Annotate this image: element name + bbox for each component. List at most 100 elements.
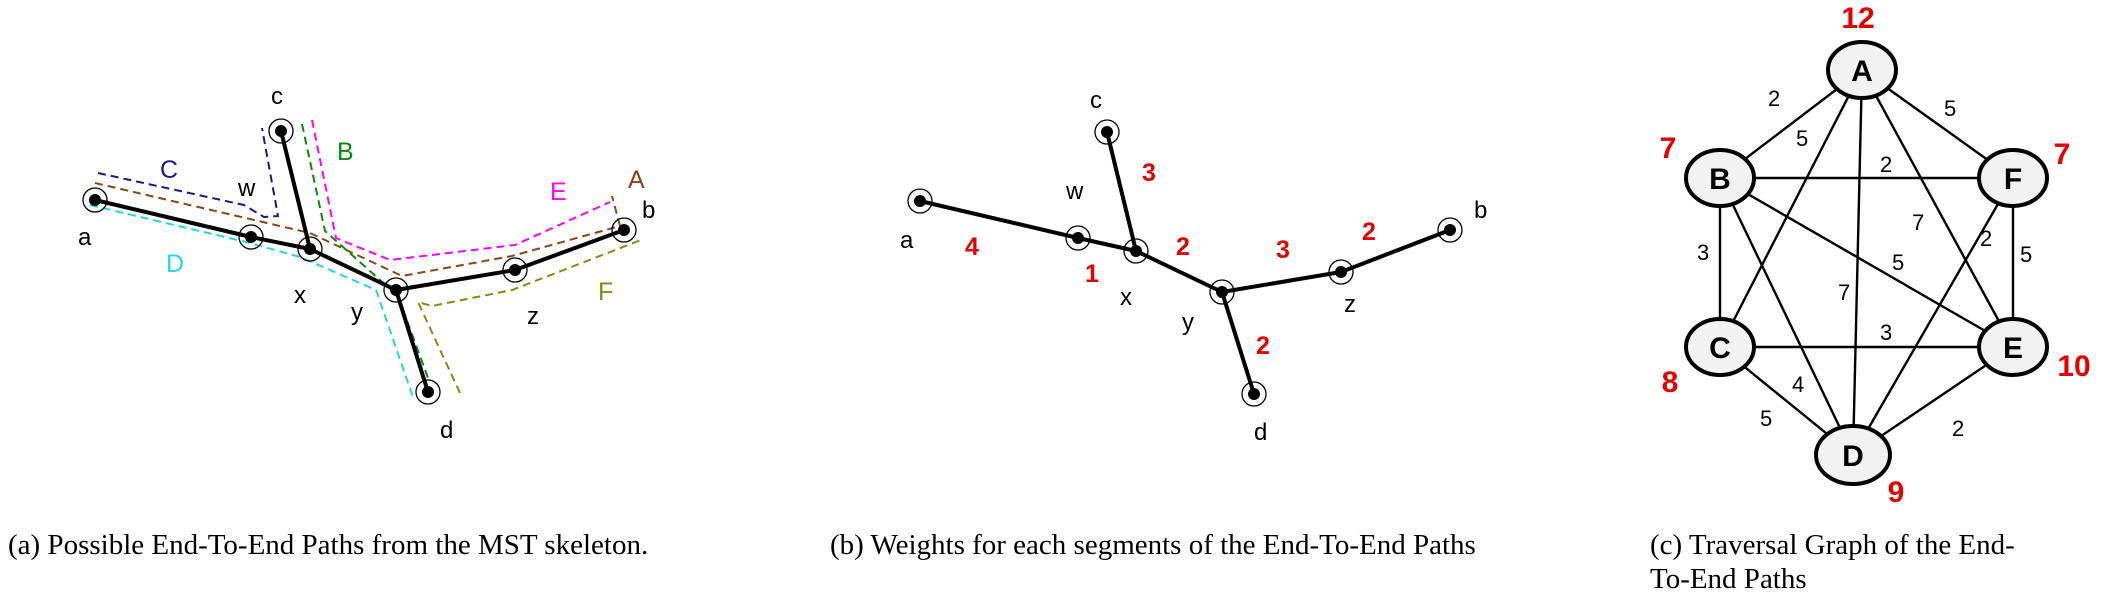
traversal-vertices: A B F C E D <box>1684 40 2049 486</box>
traversal-edges <box>1718 69 2015 456</box>
edge-weights: 2 5 5 7 7 2 3 5 4 5 2 3 5 2 <box>1697 86 2032 441</box>
segment-c-x <box>279 129 312 251</box>
mst-skeleton <box>93 129 626 394</box>
node-b-x <box>1123 238 1149 264</box>
node-label-y: y <box>351 299 363 326</box>
edge-weight-c-e: 3 <box>1880 320 1892 345</box>
edge-weight-b-c: 3 <box>1697 240 1709 265</box>
skeleton-nodes <box>82 118 637 405</box>
segment-z-b <box>513 228 626 272</box>
path-label-d: D <box>166 250 184 278</box>
edge-b-d <box>1718 177 1855 456</box>
node-b-y <box>1209 279 1235 305</box>
weight-x-y: 2 <box>1176 233 1190 261</box>
edge-weight-f-e: 5 <box>2020 242 2032 267</box>
path-f-outline <box>416 239 642 394</box>
node-b-d <box>1241 381 1267 407</box>
path-d-outline <box>89 204 415 401</box>
node-z <box>502 257 528 283</box>
segment-w-x <box>249 235 312 251</box>
path-label-f: F <box>598 278 613 306</box>
edge-weight-a-d: 7 <box>1838 280 1850 305</box>
vertex-a: A <box>1826 40 1898 100</box>
node-b-label-x: x <box>1120 284 1132 311</box>
edge-weight-b-e: 5 <box>1892 250 1904 275</box>
caption-b: (b) Weights for each segments of the End… <box>830 529 1476 561</box>
node-x <box>297 236 323 262</box>
vertex-scores: 12 7 7 8 10 9 <box>1660 2 2091 509</box>
node-c <box>268 118 294 144</box>
node-b-b <box>1437 217 1463 243</box>
path-label-c: C <box>160 156 178 184</box>
node-b <box>611 217 637 243</box>
edge-weight-e-d: 2 <box>1952 416 1964 441</box>
caption-c-line-1: (c) Traversal Graph of the End- <box>1650 529 2015 561</box>
node-b-label-a: a <box>900 227 914 254</box>
node-label-b: b <box>642 197 655 224</box>
node-b-a <box>907 188 933 214</box>
vertex-label-f: F <box>2004 163 2022 196</box>
segment-y-z <box>394 268 517 292</box>
node-label-a: a <box>78 224 92 251</box>
score-b: 7 <box>1660 132 1677 165</box>
node-b-label-b: b <box>1474 197 1487 224</box>
edge-weight-a-f: 5 <box>1944 96 1956 121</box>
edge-weight-a-b: 2 <box>1768 86 1780 111</box>
node-label-z: z <box>527 303 539 330</box>
caption-a: (a) Possible End-To-End Paths from the M… <box>8 529 648 561</box>
vertex-e: E <box>1977 317 2049 377</box>
edge-weight-b-d: 4 <box>1792 372 1804 397</box>
caption-c-line-2: To-End Paths <box>1650 563 1807 595</box>
node-b-label-z: z <box>1344 291 1356 318</box>
vertex-label-c: C <box>1709 332 1731 365</box>
node-b-label-w: w <box>1065 178 1084 205</box>
node-label-x: x <box>294 282 306 309</box>
edge-weight-f-d: 2 <box>1980 226 1992 251</box>
edge-a-e <box>1860 69 2015 348</box>
vertex-label-d: D <box>1842 440 1864 473</box>
edge-weight-c-d: 5 <box>1760 406 1772 431</box>
vertex-label-a: A <box>1851 55 1873 88</box>
score-d: 9 <box>1888 476 1905 509</box>
score-e: 10 <box>2057 350 2090 383</box>
path-b-outline <box>301 123 429 379</box>
segment-b-z-b <box>1339 228 1452 274</box>
vertex-f: F <box>1977 148 2049 208</box>
weighted-skeleton <box>918 130 1452 396</box>
panel-b: a w c x y z b d 4 1 3 2 3 2 2 (b) Weight… <box>830 87 1487 561</box>
node-label-c: c <box>271 83 283 110</box>
path-a-outline <box>94 182 622 278</box>
weight-z-b: 2 <box>1362 218 1376 246</box>
panel-a: a w c x y z b d A B C D E F (a) Possible… <box>8 83 655 561</box>
segment-b-y-z <box>1220 270 1343 294</box>
node-b-z <box>1328 259 1354 285</box>
node-a <box>82 187 108 213</box>
node-b-c <box>1094 119 1120 145</box>
panel-c: 2 5 5 7 7 2 3 5 4 5 2 3 5 2 A B <box>1650 2 2091 595</box>
node-b-label-y: y <box>1182 309 1194 336</box>
node-w <box>238 224 264 250</box>
path-label-b: B <box>337 138 354 166</box>
path-label-e: E <box>550 178 567 206</box>
path-outlines <box>89 119 642 401</box>
edge-b-e <box>1719 176 2014 349</box>
edge-a-c <box>1718 69 1864 348</box>
path-label-a: A <box>628 166 645 194</box>
score-f: 7 <box>2054 138 2071 171</box>
segment-a-w <box>93 198 253 239</box>
segment-b-y-d <box>1220 290 1256 396</box>
segment-b-a-w <box>918 199 1080 240</box>
segment-b-c-x <box>1105 130 1138 253</box>
weight-a-w: 4 <box>965 233 979 261</box>
weight-y-z: 3 <box>1276 236 1290 264</box>
score-c: 8 <box>1662 366 1679 399</box>
path-e-outline <box>311 119 611 262</box>
node-d <box>415 379 441 405</box>
vertex-label-b: B <box>1709 163 1731 196</box>
edge-f-d <box>1851 177 2015 456</box>
edge-weight-a-c: 5 <box>1796 126 1808 151</box>
vertex-d: D <box>1814 424 1892 486</box>
edge-weight-b-f: 2 <box>1880 152 1892 177</box>
